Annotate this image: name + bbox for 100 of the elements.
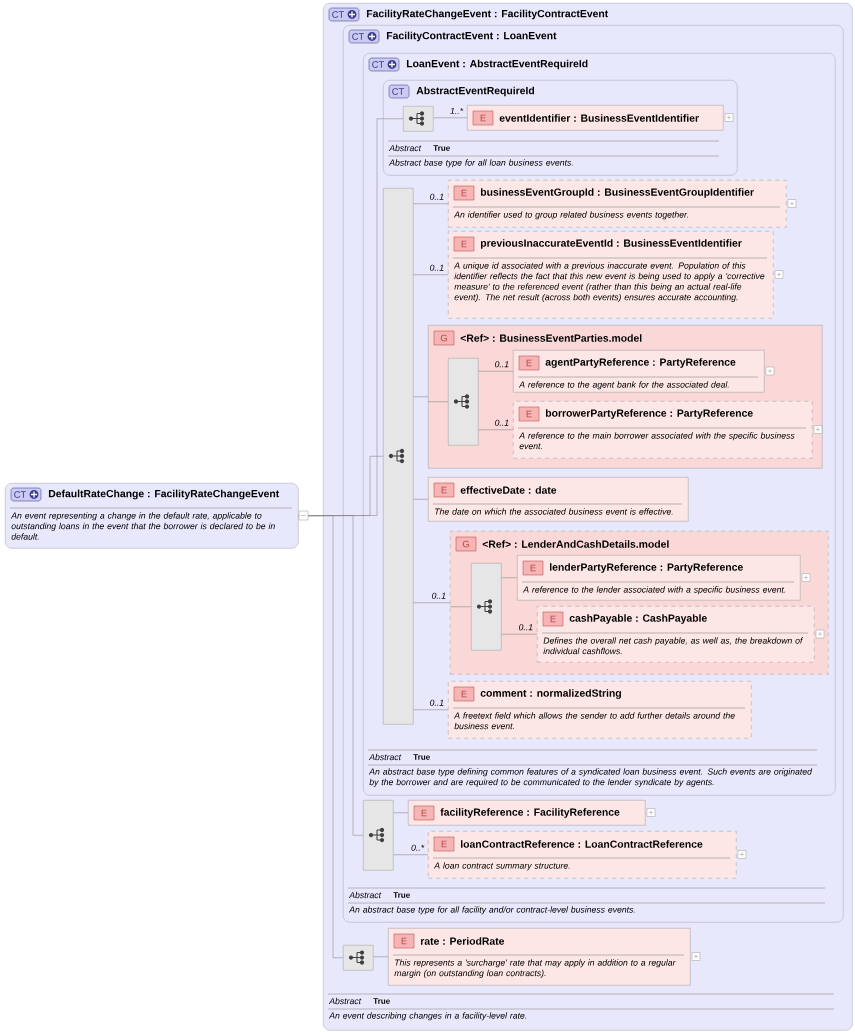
type-badge: CT bbox=[10, 487, 42, 502]
multiplicity-label: 0..1 bbox=[495, 419, 509, 426]
type-badge: E bbox=[433, 482, 455, 498]
element-name: <Ref> : LenderAndCashDetails.model bbox=[482, 540, 669, 548]
property-value: True bbox=[373, 998, 390, 1004]
description: A reference to the lender associated with a specific business event. bbox=[522, 586, 786, 595]
type-badge: G bbox=[455, 536, 477, 552]
type-name: LoanEvent : AbstractEventRequireId bbox=[406, 59, 588, 70]
element-box bbox=[517, 555, 801, 601]
property-name: Abstract bbox=[388, 144, 422, 152]
element-box bbox=[513, 401, 813, 459]
description: This represents a 'surcharge' rate that may apply in addition to a regular margin (on outstanding loan contracts). bbox=[394, 959, 676, 978]
element-box bbox=[537, 606, 815, 663]
multiplicity-label: 0..1 bbox=[430, 699, 444, 706]
property-name: Abstract bbox=[328, 997, 362, 1005]
element-name: <Ref> : BusinessEventParties.model bbox=[460, 334, 642, 342]
multiplicity-label: 0..1 bbox=[430, 264, 444, 271]
type-badge: E bbox=[453, 185, 475, 201]
connector-line bbox=[393, 812, 409, 814]
description: A reference to the agent bank for the associated deal. bbox=[518, 381, 729, 390]
type-badge: CT bbox=[328, 7, 360, 22]
multiplicity-label: 0..* bbox=[411, 844, 425, 851]
type-badge: E bbox=[453, 236, 475, 252]
connector-line bbox=[449, 606, 472, 608]
element-name: borrowerPartyReference : PartyReference bbox=[545, 409, 753, 419]
connector-line bbox=[427, 401, 449, 403]
connector-line bbox=[478, 429, 514, 431]
property-value: True bbox=[413, 754, 430, 760]
sequence-box bbox=[448, 358, 479, 446]
element-name: effectiveDate : date bbox=[460, 486, 557, 494]
connector-line bbox=[478, 371, 514, 372]
type-name: FacilityRateChangeEvent : FacilityContractEvent bbox=[366, 9, 609, 20]
type-badge: CT bbox=[368, 57, 400, 72]
element-box bbox=[448, 180, 787, 228]
property-name: Abstract bbox=[348, 891, 382, 899]
connector-line bbox=[413, 203, 449, 205]
description: An event describing changes in a facility-level rate. bbox=[328, 1012, 527, 1021]
type-badge: E bbox=[472, 110, 494, 126]
description: A unique id associated with a previous inaccurate event. Population of this identifier reflects the fact that this new event is being used to apply a 'corrective measure' to the referenced event (rather than this being an actual real-life event). The net result (across both events) ensures accurate accounting. bbox=[453, 262, 765, 302]
connector-line bbox=[413, 709, 449, 711]
description: An abstract base type for all facility and/or contract-level business events. bbox=[348, 906, 635, 915]
element-box bbox=[428, 477, 689, 522]
connector-line bbox=[501, 577, 518, 579]
element-name: facilityReference : FacilityReference bbox=[440, 808, 620, 818]
multiplicity-label: 1..* bbox=[450, 107, 464, 114]
element-name: lenderPartyReference : PartyReference bbox=[550, 563, 743, 573]
type-name: DefaultRateChange : FacilityRateChangeEvent bbox=[48, 489, 280, 500]
description: Defines the overall net cash payable, as well as, the breakdown of individual cashflows. bbox=[543, 637, 804, 655]
type-badge: E bbox=[518, 355, 540, 371]
element-name: rate : PeriodRate bbox=[420, 937, 505, 945]
description: An identifier used to group related business events together. bbox=[453, 211, 688, 220]
sequence-box bbox=[363, 800, 394, 871]
type-badge: E bbox=[433, 836, 455, 852]
element-box bbox=[428, 831, 737, 879]
description: The date on which the associated business event is effective. bbox=[435, 508, 673, 515]
description: Abstract base type for all loan business events. bbox=[388, 159, 573, 168]
description: An event representing a change in the default rate, applicable to outstanding loans in the event that the borrower is declared to be in default. bbox=[10, 512, 275, 540]
element-box bbox=[408, 800, 646, 826]
element-name: businessEventGroupId : BusinessEventGroupIdentifier bbox=[480, 188, 754, 198]
multiplicity-label: 0..1 bbox=[495, 361, 509, 368]
type-badge: E bbox=[393, 933, 415, 949]
description: A freetext field which allows the sender to add further details around the business event. bbox=[453, 712, 735, 730]
complex-type-box bbox=[5, 483, 299, 549]
element-box bbox=[513, 350, 765, 393]
connector-line bbox=[433, 117, 468, 119]
sequence-box bbox=[383, 188, 414, 725]
connector-line bbox=[413, 499, 429, 500]
description: An abstract base type defining common features of a syndicated loan business event. Such events are originated by the borrower and are required to be communicated to the lender syndicate by agents. bbox=[368, 768, 813, 787]
connector-line bbox=[413, 602, 451, 604]
type-badge: E bbox=[453, 686, 475, 702]
type-name: AbstractEventRequireId bbox=[416, 86, 535, 97]
element-name: loanContractReference : LoanContractReference bbox=[461, 840, 703, 848]
element-box bbox=[448, 681, 752, 739]
property-value: True bbox=[433, 145, 450, 151]
connector-line bbox=[501, 634, 538, 635]
connector-line bbox=[373, 956, 389, 958]
type-badge: CT bbox=[388, 84, 410, 99]
type-badge: CT bbox=[348, 29, 380, 44]
element-name: eventIdentifier : BusinessEventIdentifier bbox=[499, 114, 699, 122]
element-box bbox=[388, 928, 691, 986]
element-name: comment : normalizedString bbox=[480, 689, 621, 699]
sequence-box bbox=[403, 106, 434, 132]
element-box bbox=[448, 231, 774, 319]
multiplicity-label: 0..1 bbox=[432, 592, 446, 599]
connector-line bbox=[413, 274, 449, 276]
type-badge: E bbox=[518, 406, 540, 422]
description: A loan contract summary structure. bbox=[433, 862, 570, 871]
multiplicity-label: 0..1 bbox=[519, 624, 533, 631]
property-value: True bbox=[393, 892, 410, 898]
sequence-box bbox=[471, 563, 502, 651]
property-name: Abstract bbox=[368, 753, 402, 761]
element-name: previousInaccurateEventId : BusinessEventIdentifier bbox=[480, 239, 742, 249]
element-name: agentPartyReference : PartyReference bbox=[545, 358, 736, 368]
multiplicity-label: 0..1 bbox=[430, 193, 444, 200]
sequence-box bbox=[343, 945, 374, 971]
connector-line bbox=[393, 854, 429, 856]
type-badge: G bbox=[433, 330, 455, 346]
connector-line bbox=[413, 396, 429, 398]
type-badge: E bbox=[542, 611, 564, 627]
type-badge: E bbox=[522, 560, 544, 576]
